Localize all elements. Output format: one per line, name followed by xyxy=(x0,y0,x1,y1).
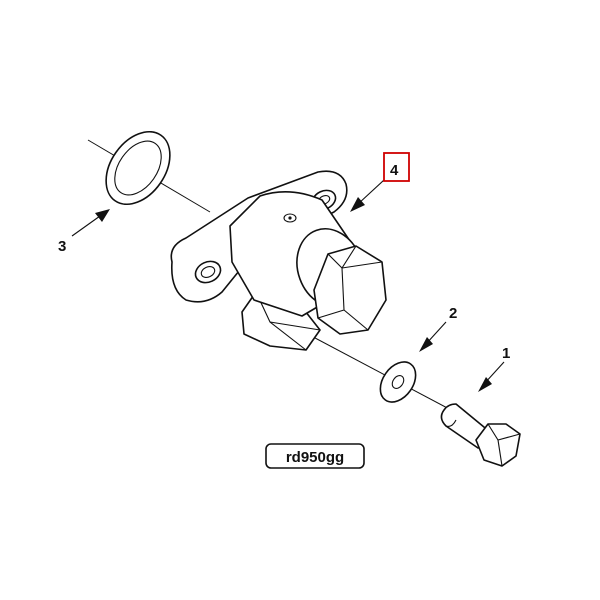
figure-code: rd950gg xyxy=(286,449,344,466)
fitting-housing xyxy=(170,170,387,351)
figure-code-box xyxy=(265,443,365,469)
callout-4-highlight-box xyxy=(383,152,410,182)
leader-arrow-1 xyxy=(478,361,505,392)
callout-2: 2 xyxy=(449,305,457,322)
hex-bolt xyxy=(440,403,521,467)
sealing-washer xyxy=(379,361,417,403)
leader-arrow-4 xyxy=(350,179,385,212)
leader-arrow-3 xyxy=(71,209,110,237)
o-ring-seal xyxy=(105,130,171,206)
callout-4: 4 xyxy=(390,162,399,179)
leader-arrow-2 xyxy=(419,321,447,352)
callout-1: 1 xyxy=(502,345,510,362)
callout-3: 3 xyxy=(58,238,66,255)
